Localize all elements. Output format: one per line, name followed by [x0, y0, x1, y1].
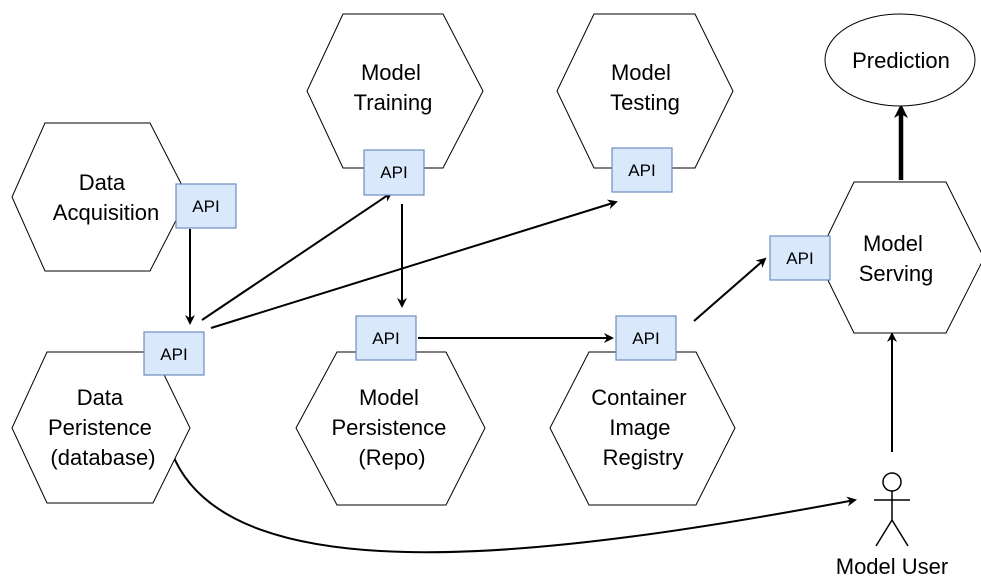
svg-text:Container Image Re: Container Image Registry	[591, 385, 693, 470]
api-box-container-registry: API	[615, 315, 677, 361]
ellipse-shape	[824, 13, 976, 107]
svg-text:Data Peristence (d: Data Peristence (database)	[48, 385, 158, 470]
hexagon-shape	[11, 122, 189, 272]
hexagon-shape	[556, 13, 734, 169]
hexagon-shape	[816, 181, 981, 334]
data-persistence-line-3: (database)	[50, 445, 155, 470]
svg-text:Model Serving: Model Serving	[859, 231, 934, 286]
api-box-shape	[143, 331, 205, 376]
container-registry-line-2: Image	[609, 415, 670, 440]
api-box-model-testing: API	[611, 147, 673, 193]
model-user-label: Model User	[836, 554, 948, 578]
api-box-model-training: API	[363, 149, 425, 196]
model-testing-line-1: Model	[611, 60, 671, 85]
node-data-persistence: Data Peristence (database)	[11, 351, 191, 504]
api-label: API	[786, 249, 813, 268]
hexagon-shape	[295, 351, 486, 506]
model-persistence-line-1: Model	[359, 385, 419, 410]
hexagon-shape	[549, 351, 736, 506]
node-prediction: Prediction	[824, 13, 976, 107]
model-persistence-line-2: Persistence	[331, 415, 446, 440]
edges	[171, 104, 908, 554]
api-label: API	[192, 197, 219, 216]
api-label: API	[372, 329, 399, 348]
data-acquisition-line-1: Data	[79, 170, 126, 195]
api-label: API	[380, 163, 407, 182]
svg-text:Model Persistence: Model Persistence (Repo)	[331, 385, 452, 470]
svg-text:Model Testing: Model Testing	[610, 60, 680, 115]
data-acquisition-line-2: Acquisition	[53, 200, 159, 225]
node-data-acquisition: Data Acquisition	[11, 122, 189, 272]
edge-persistence-to-user	[171, 452, 857, 554]
actor-stick-figure-icon	[874, 472, 910, 547]
node-model-testing: Model Testing	[556, 13, 734, 169]
model-serving-line-2: Serving	[859, 261, 934, 286]
edge-persistence-to-testing	[210, 199, 618, 329]
api-box-shape	[363, 149, 425, 196]
model-persistence-line-3: (Repo)	[358, 445, 425, 470]
api-box-data-acquisition: API	[175, 183, 237, 229]
node-container-registry: Container Image Registry	[549, 351, 736, 506]
model-training-line-1: Model	[361, 60, 421, 85]
container-registry-line-3: Registry	[603, 445, 684, 470]
model-serving-line-1: Model	[863, 231, 923, 256]
prediction-label: Prediction	[852, 48, 950, 73]
api-label: API	[628, 161, 655, 180]
model-training-line-2: Training	[354, 90, 433, 115]
svg-text:Model Training: Model Training	[354, 60, 433, 115]
data-persistence-line-2: Peristence	[48, 415, 152, 440]
data-persistence-line-1: Data	[77, 385, 124, 410]
api-box-model-serving: API	[769, 235, 831, 281]
api-label: API	[632, 329, 659, 348]
api-box-shape	[611, 147, 673, 193]
api-box-shape	[615, 315, 677, 361]
edge-persistence-to-training	[201, 191, 393, 321]
api-box-shape	[355, 315, 417, 361]
node-model-serving: Model Serving	[816, 181, 981, 334]
api-box-data-persistence: API	[143, 331, 205, 376]
node-model-training: Model Training	[306, 13, 484, 169]
hexagon-shape	[306, 13, 484, 169]
svg-text:Data Acquisition: Data Acquisition	[53, 170, 159, 225]
container-registry-line-1: Container	[591, 385, 686, 410]
api-box-shape	[175, 183, 237, 229]
node-model-user: Model User	[836, 472, 948, 578]
api-box-model-persistence: API	[355, 315, 417, 361]
api-box-shape	[769, 235, 831, 281]
node-model-persistence: Model Persistence (Repo)	[295, 351, 486, 506]
model-testing-line-2: Testing	[610, 90, 680, 115]
edge-registry-to-serving	[693, 257, 767, 322]
api-label: API	[160, 345, 187, 364]
